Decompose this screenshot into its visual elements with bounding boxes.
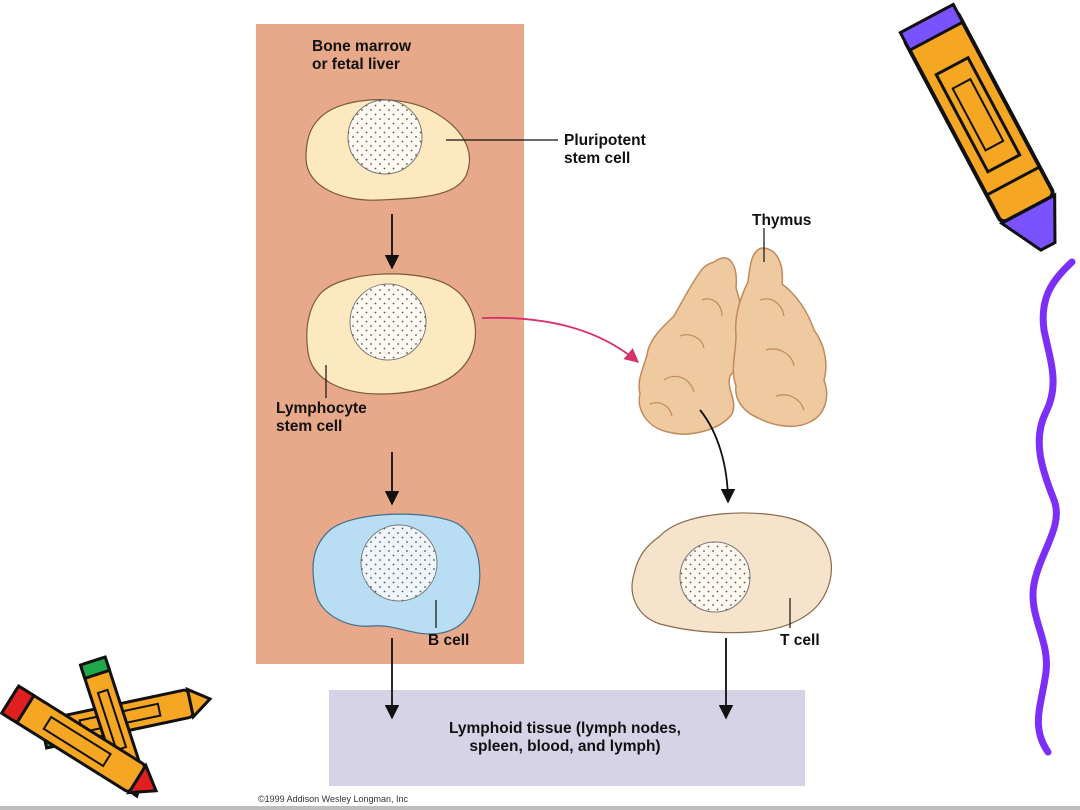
arrow-thymus-to-t-cell xyxy=(699,409,736,504)
copyright-text: ©1999 Addison Wesley Longman, Inc xyxy=(258,794,409,804)
label-pluripotent-stem-cell: Pluripotent stem cell xyxy=(564,132,646,167)
b-cell xyxy=(312,513,481,635)
label-b-cell: B cell xyxy=(428,632,470,649)
label-lymphocyte-stem-cell: Lymphocyte stem cell xyxy=(276,400,367,435)
label-lymphoid-tissue: Lymphoid tissue (lymph nodes, spleen, bl… xyxy=(449,720,681,755)
crayon-icon xyxy=(898,2,1057,252)
label-bone-marrow: Bone marrow or fetal liver xyxy=(312,38,412,73)
t-cell xyxy=(631,512,832,634)
label-t-cell: T cell xyxy=(780,632,820,649)
squiggle-decoration xyxy=(1029,258,1076,756)
label-thymus: Thymus xyxy=(752,212,812,229)
thymus xyxy=(638,247,828,435)
slide-bottom-border xyxy=(0,806,1080,810)
crayon-pair-icon xyxy=(0,655,213,799)
arrow-lymphocyte-to-thymus xyxy=(481,316,640,363)
lymphocyte-stem-cell xyxy=(306,273,477,395)
pluripotent-stem-cell xyxy=(305,99,471,201)
